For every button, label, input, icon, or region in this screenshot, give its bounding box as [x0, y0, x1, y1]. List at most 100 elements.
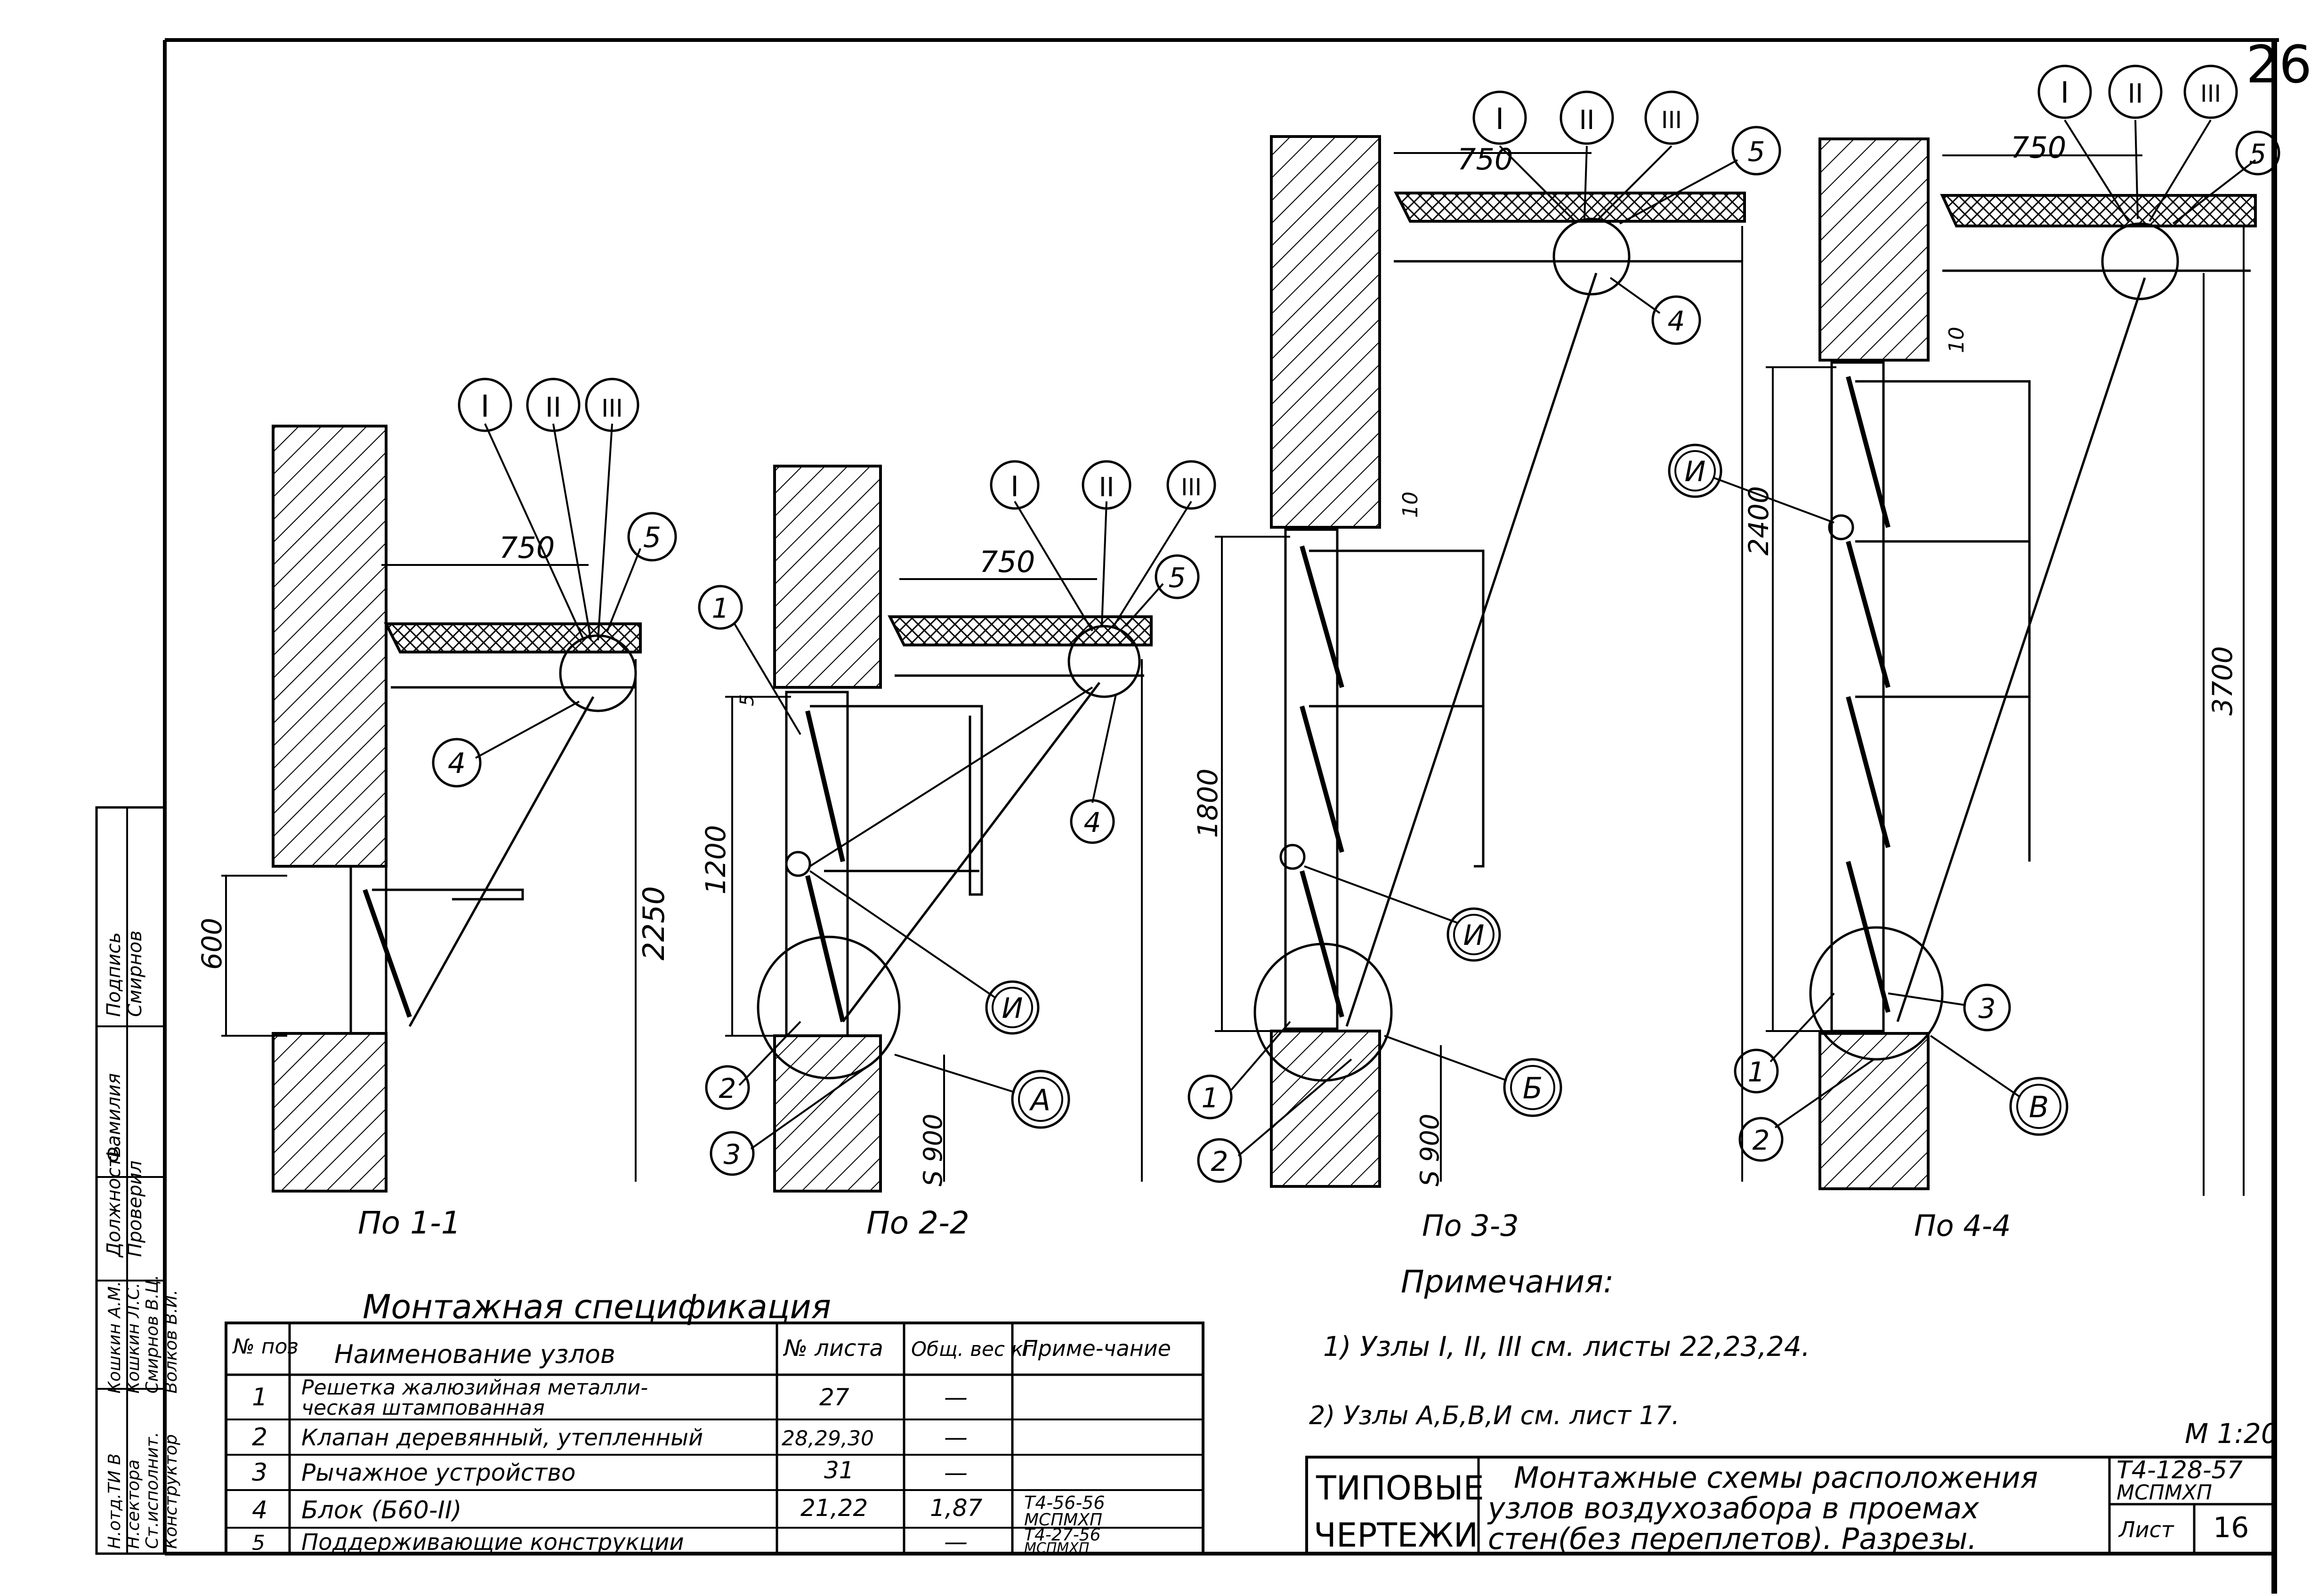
- detail-circle-b: [1253, 943, 1393, 1082]
- valve-blade-1: [1300, 545, 1344, 688]
- position-label-2: 2: [719, 1072, 736, 1104]
- position-label-5: 5: [1169, 562, 1186, 594]
- wall-upper: [773, 465, 882, 689]
- spec-row-4-note: Т4-56-56: [1024, 1492, 1105, 1513]
- spec-row-4-pos: 4: [252, 1496, 267, 1524]
- insulated-slab: [1394, 192, 1746, 223]
- dimension-1200: 1200: [700, 825, 732, 895]
- spec-row-5-note: Т4-27-56: [1024, 1525, 1101, 1545]
- valve-blade-2: [1300, 705, 1344, 853]
- assembly-spec-table: Монтажная спецификация № поз Наименовани…: [225, 1288, 1204, 1556]
- position-label-4: 4: [1084, 806, 1101, 838]
- detail-circle-4: [1552, 218, 1631, 296]
- detail-circle-4: [2101, 222, 2179, 300]
- spec-header-note: Приме-чание: [1022, 1336, 1171, 1361]
- node-label-ii: II: [1099, 472, 1114, 503]
- approval-stamp: Должность Фамилия Подпись Проверил Смирн…: [95, 806, 181, 1555]
- stamp-row-2-name: Кошкин А.М.: [105, 1281, 124, 1394]
- lever-rod: [1896, 277, 2146, 1022]
- position-label-4: 4: [1668, 305, 1685, 337]
- stamp-row-0-name: Фамилия: [103, 1073, 125, 1163]
- position-label-1: 1: [1748, 1056, 1765, 1088]
- spec-row-4-name: Блок (Б60-II): [301, 1496, 462, 1524]
- spec-row-4-sheet: 21,22: [800, 1494, 868, 1522]
- dimension-1800: 1800: [1192, 768, 1224, 838]
- window-frame: [349, 865, 388, 1035]
- valve-blade: [363, 889, 412, 1018]
- detail-circle-a: [757, 935, 901, 1080]
- stamp-row-5-name: Волков В.И.: [162, 1290, 181, 1394]
- spec-row-5-note-cont: МСПМХП: [1024, 1540, 1089, 1556]
- lever-rod: [1345, 273, 1598, 1027]
- node-label-ii: II: [1579, 105, 1594, 136]
- detail-circle-4: [1067, 625, 1141, 698]
- detail-label-i: И: [1463, 919, 1485, 952]
- sheet-number: 16: [2213, 1511, 2249, 1544]
- stamp-row-0-role: Должность: [103, 1145, 125, 1258]
- dimension-750: 750: [979, 545, 1035, 579]
- drawing-code-2: МСПМХП: [2117, 1481, 2212, 1505]
- valve-blade-upper: [805, 710, 845, 862]
- spec-row-5-pos: 5: [252, 1531, 265, 1555]
- detail-circle-v: [1809, 926, 1944, 1061]
- valve-blade-1: [1846, 376, 1891, 528]
- section-caption-4: По 4-4: [1914, 1209, 2011, 1243]
- node-label-iii: III: [1661, 106, 1682, 134]
- drawing-code-1: Т4-128-57: [2117, 1456, 2243, 1484]
- spec-row-2-pos: 2: [252, 1423, 267, 1451]
- position-label-3: 3: [724, 1138, 741, 1170]
- wall-lower: [1270, 1030, 1381, 1188]
- drawing-title-line-2: узлов воздухозабора в проемах: [1487, 1491, 1980, 1525]
- spec-header-weight: Общ. вес кг: [911, 1338, 1034, 1361]
- node-label-i: I: [481, 389, 490, 424]
- spec-row-3-sheet: 31: [824, 1457, 854, 1484]
- section-caption-3: По 3-3: [1422, 1209, 1519, 1243]
- valve-blade-lower: [805, 875, 845, 1023]
- position-label-4: 4: [448, 747, 466, 780]
- spec-row-2-name: Клапан деревянный, утепленный: [301, 1425, 703, 1451]
- node-label-iii: III: [1181, 474, 1202, 501]
- title-block: ТИПОВЫЕ ЧЕРТЕЖИ Монтажные схемы располож…: [1305, 1456, 2276, 1556]
- node-label-ii: II: [2127, 79, 2143, 109]
- dimension-2250: 2250: [637, 886, 671, 960]
- stamp-row-2-role: Н.отд.ТИ В: [105, 1453, 124, 1549]
- node-label-i: I: [2060, 75, 2069, 110]
- insulated-slab: [1940, 194, 2257, 227]
- spec-row-4-weight: 1,87: [930, 1494, 983, 1522]
- series-label-1: ТИПОВЫЕ: [1316, 1469, 1484, 1507]
- dimension-s900: S 900: [918, 1113, 948, 1186]
- wall-upper: [1818, 137, 1930, 362]
- node-label-i: I: [1495, 102, 1504, 136]
- detail-label-v: В: [2029, 1090, 2049, 1124]
- stamp-row-1-role: Проверил: [124, 1161, 146, 1257]
- spec-row-1-sheet: 27: [819, 1384, 849, 1411]
- section-view-4: I II III 5 3 1 2 И В 750 2400 3700 10 По…: [1668, 64, 2280, 1243]
- sheet-mark: 26: [2246, 34, 2312, 95]
- spec-row-1-name: Решетка жалюзийная металли-: [301, 1376, 648, 1400]
- stamp-row-3-role: Н.сектора: [124, 1459, 143, 1549]
- dimension-600: 600: [196, 918, 228, 970]
- spec-row-2-weight: —: [944, 1424, 968, 1451]
- node-label-iii: III: [601, 395, 623, 423]
- notes-title: Примечания:: [1401, 1264, 1614, 1300]
- position-label-3: 3: [1979, 992, 1996, 1024]
- spec-row-3-weight: —: [944, 1459, 968, 1486]
- dimension-10: 10: [1945, 327, 1969, 353]
- valve-blade-4: [1846, 861, 1891, 1013]
- scale-label: M 1:20: [2185, 1418, 2279, 1450]
- dimension-750: 750: [1457, 142, 1513, 177]
- section-view-3: I II III 5 4 1 2 И Б 750 1800 10 S 900 П…: [1188, 90, 1781, 1243]
- spec-row-2-sheet: 28,29,30: [782, 1427, 874, 1451]
- section-caption-1: По 1-1: [358, 1205, 461, 1241]
- valve-blade-3: [1846, 696, 1891, 848]
- spec-row-5-weight: —: [944, 1528, 968, 1556]
- notes-line-1: 1) Узлы I, II, III см. листы 22,23,24.: [1323, 1330, 1810, 1362]
- spec-header-sheet: № листа: [783, 1335, 883, 1362]
- drawing-title-line-1: Монтажные схемы расположения: [1514, 1460, 2038, 1495]
- spec-row-1-weight: —: [944, 1384, 968, 1411]
- spec-row-3-pos: 3: [252, 1459, 267, 1487]
- wall-upper: [1270, 135, 1381, 529]
- wall-lower: [272, 1032, 388, 1193]
- detail-label-a: А: [1029, 1083, 1050, 1117]
